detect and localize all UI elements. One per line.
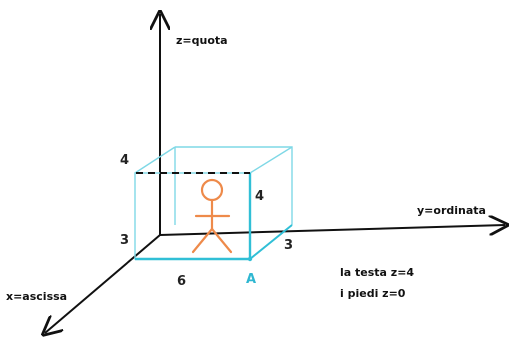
point-a-dot [247,256,253,262]
z-axis-label: z=quota [176,34,228,47]
label-left-depth-3: 3 [120,233,129,248]
figure-left-leg [191,227,214,254]
y-axis-label: y=ordinata [417,204,486,217]
box-bottom-right-depth [249,224,293,260]
label-right-depth-3: 3 [284,238,293,253]
note-head: la testa z=4 [340,266,414,279]
figure-head [200,178,224,202]
box-back-top [175,146,293,225]
label-top-left-4: 4 [120,153,129,168]
y-axis [159,225,505,236]
x-axis-label: x=ascissa [6,290,67,303]
stick-figure [191,178,233,254]
box-top-left-depth [134,146,176,174]
point-a-label: A [246,272,256,287]
label-bottom-width-6: 6 [177,274,186,289]
figure-right-leg [210,227,233,254]
box-top-right-depth [249,146,293,174]
x-axis [45,234,161,333]
label-figure-height-4: 4 [255,189,264,204]
box-front-face [134,172,251,260]
note-feet: i piedi z=0 [340,287,406,300]
